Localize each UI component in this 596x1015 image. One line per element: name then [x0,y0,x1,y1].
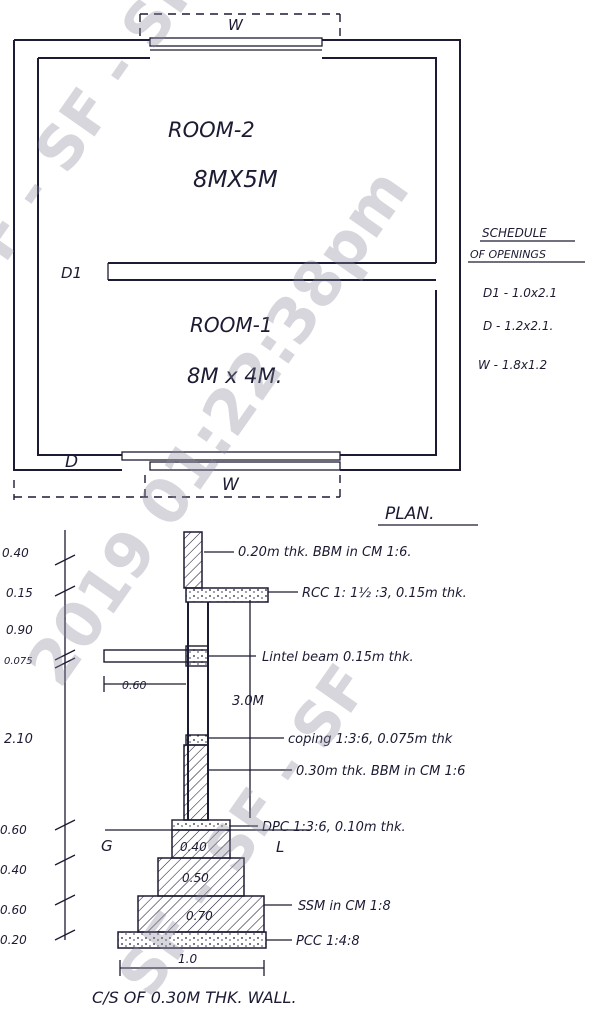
dim-footing-2: 0.60 [0,903,27,917]
opening-label-w-bottom: W [222,475,240,495]
dim-footing-1: 0.40 [0,863,27,877]
opening-label-d1: D1 [61,264,82,282]
schedule-item-2: D - 1.2x2.1. [483,319,553,333]
dim-plinth: 0.60 [0,823,27,837]
step-width-2: 0.50 [182,871,209,885]
room-1-size: 8M x 4M. [187,364,282,388]
note-pcc: PCC 1:4:8 [296,934,360,949]
dim-parapet: 0.40 [2,546,29,560]
schedule-title-line1: SCHEDULE [482,226,547,240]
note-coping: coping 1:3:6, 0.075m thk [288,732,453,747]
schedule-item-3: W - 1.8x1.2 [478,358,547,372]
floor-plan [13,13,461,500]
note-ssm: SSM in CM 1:8 [298,899,391,914]
dim-above-lintel: 0.90 [6,623,33,637]
schedule-item-1: D1 - 1.0x2.1 [483,286,557,300]
sill-label: 0.60 [122,679,147,692]
note-wall: 0.30m thk. BBM in CM 1:6 [296,764,465,779]
note-parapet: 0.20m thk. BBM in CM 1:6. [238,545,412,560]
note-dpc: DPC 1:3:6, 0.10m thk. [262,820,406,835]
step-width-1: 0.40 [180,840,207,854]
dim-lintel: 0.075 [4,656,33,667]
step-width-3: 0.70 [186,909,213,923]
plan-title: PLAN. [385,504,434,524]
room-1-name: ROOM-1 [190,313,273,337]
room-2-size: 8MX5M [193,167,278,193]
ground-label-right: L [276,838,284,856]
opening-label-d: D [65,452,78,472]
room-2-name: ROOM-2 [168,118,255,142]
dim-pcc: 0.20 [0,933,27,947]
section-caption: C/S OF 0.30M THK. WALL. [92,988,297,1007]
dim-opening-height: 2.10 [4,732,33,747]
wall-section [54,530,310,976]
step-width-4: 1.0 [178,952,197,966]
span-label: 3.0M [232,694,264,709]
schedule-title-line2: OF OPENINGS [470,248,546,261]
opening-label-w-top: W [228,16,244,34]
note-rcc-slab: RCC 1: 1½ :3, 0.15m thk. [302,586,467,601]
note-lintel: Lintel beam 0.15m thk. [262,650,414,665]
ground-label-left: G [101,837,113,855]
dim-slab: 0.15 [6,586,33,600]
